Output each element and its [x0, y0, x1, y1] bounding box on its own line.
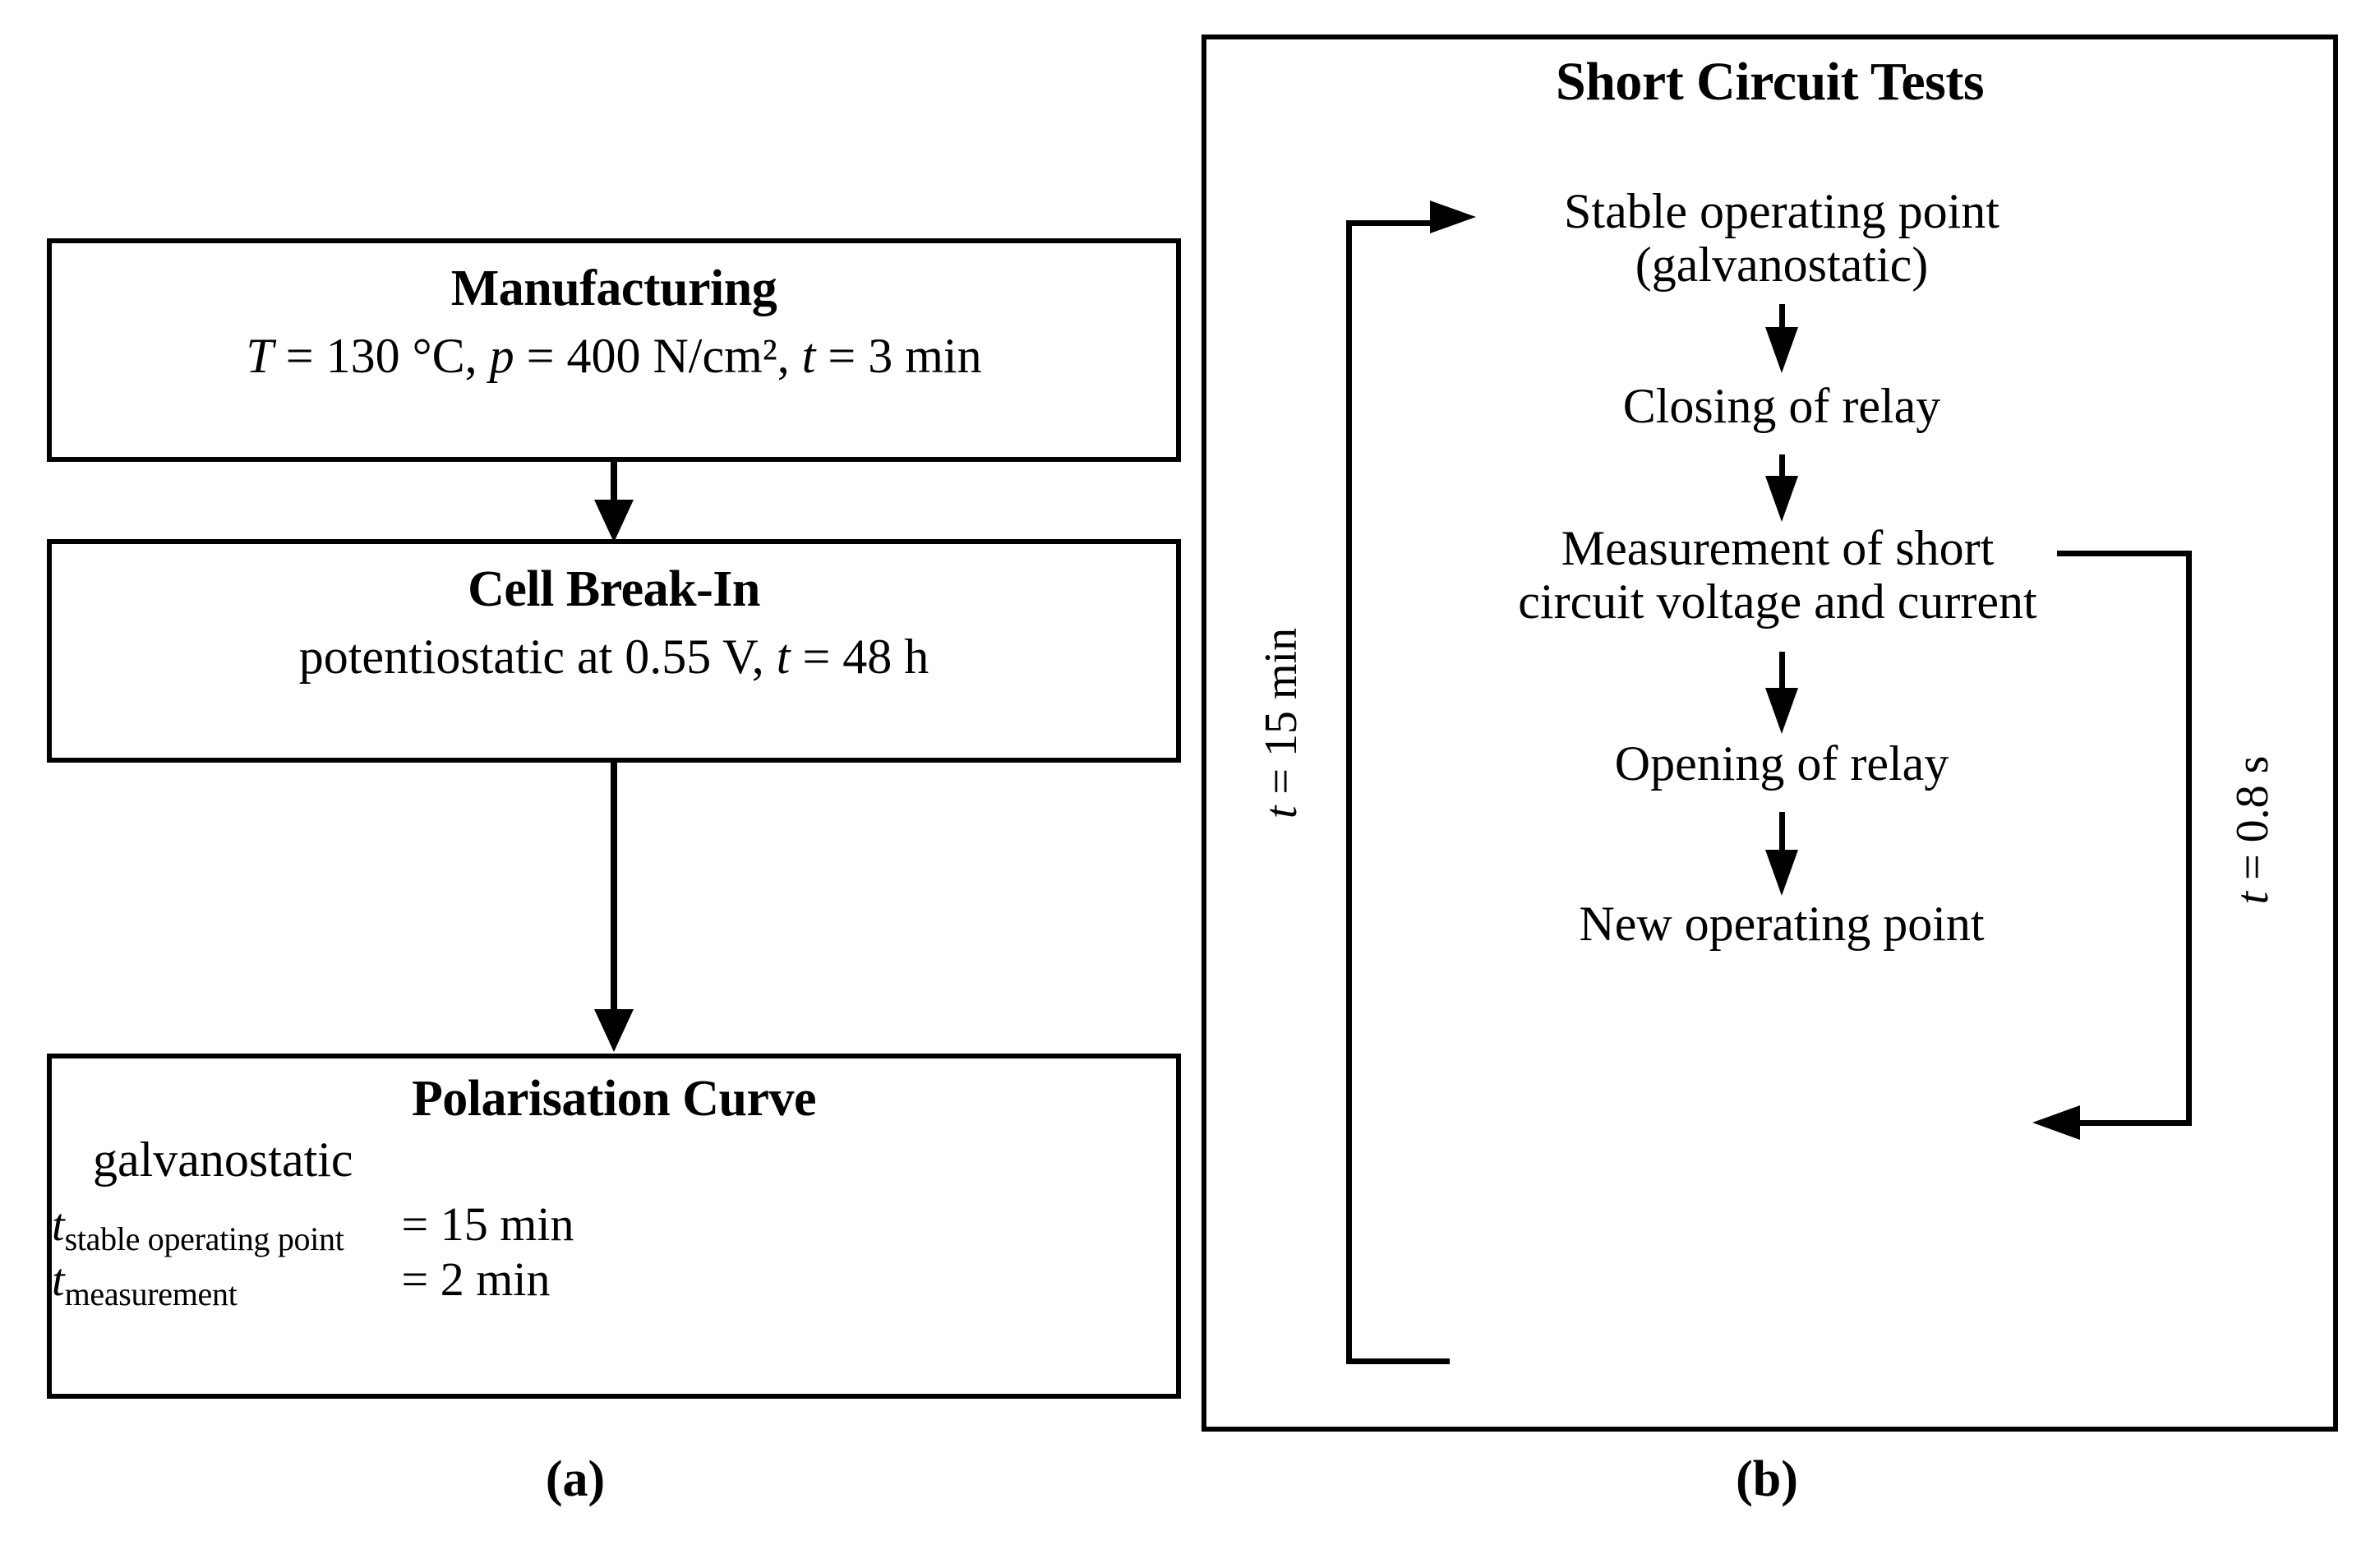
- symbol-time: t: [1256, 805, 1307, 819]
- flow-step-line1: New operating point: [1579, 897, 1985, 951]
- arrow-head-down-icon: [1765, 688, 1798, 734]
- arrow-head-down-icon: [594, 500, 634, 542]
- symbol-time: t: [52, 1200, 65, 1252]
- time-value-stable-operating-point: = 15 min: [401, 1197, 574, 1252]
- process-box-polarisation-curve: Polarisation Curve galvanostatic tstable…: [47, 1054, 1181, 1399]
- flow-step-closing-of-relay: Closing of relay: [1346, 380, 2217, 433]
- inner-loop-top-line: [2057, 551, 2192, 556]
- panel-b-heading: Short Circuit Tests: [1555, 52, 1985, 112]
- outer-loop-duration: = 15 min: [1256, 627, 1307, 806]
- process-box-manufacturing: Manufacturing T = 130 °C, p = 400 N/cm²,…: [47, 238, 1181, 462]
- flow-step-line1: Opening of relay: [1614, 736, 1949, 791]
- outer-loop-arrow-head-right-icon: [1430, 201, 1476, 233]
- inner-loop-bottom-line: [2078, 1120, 2192, 1126]
- manufacturing-temp-value: = 130 °C,: [273, 328, 490, 383]
- box-title-cell-break-in: Cell Break-In: [468, 561, 760, 617]
- table-row: tmeasurement = 2 min: [52, 1256, 574, 1311]
- inner-loop-arrow-head-left-icon: [2032, 1105, 2080, 1140]
- box-title-manufacturing: Manufacturing: [450, 261, 777, 316]
- symbol-time: t: [52, 1255, 65, 1307]
- time-symbol-stable-operating-point: tstable operating point: [52, 1201, 351, 1256]
- breakin-duration-value: = 48 h: [790, 629, 929, 684]
- flow-step-stable-operating-point: Stable operating point (galvanostatic): [1346, 185, 2217, 292]
- polarisation-time-table: tstable operating point = 15 min tmeasur…: [52, 1201, 574, 1311]
- box-title-polarisation-curve: Polarisation Curve: [411, 1071, 817, 1127]
- table-row: tstable operating point = 15 min: [52, 1201, 574, 1256]
- outer-loop-vertical-line: [1346, 220, 1352, 1364]
- time-symbol-measurement: tmeasurement: [52, 1256, 351, 1311]
- box-params-cell-break-in: potentiostatic at 0.55 V, t = 48 h: [52, 629, 1176, 685]
- flow-step-measurement: Measurement of short circuit voltage and…: [1289, 522, 2267, 629]
- polarisation-mode: galvanostatic: [93, 1132, 353, 1187]
- flow-step-line1: Measurement of short: [1561, 521, 1995, 575]
- symbol-temperature: T: [246, 328, 274, 383]
- flow-step-new-operating-point: New operating point: [1346, 897, 2217, 951]
- arrow-head-down-icon: [1765, 850, 1798, 896]
- arrow-head-down-icon: [1765, 476, 1798, 522]
- symbol-pressure: p: [489, 328, 514, 383]
- flow-step-opening-of-relay: Opening of relay: [1346, 737, 2217, 791]
- symbol-time: t: [801, 328, 816, 383]
- arrow-shaft: [611, 763, 617, 1014]
- panel-b-short-circuit-tests: Short Circuit Tests t = 15 min t = 0.8 s…: [1202, 35, 2338, 1432]
- inner-loop-label: t = 0.8 s: [2226, 711, 2279, 949]
- arrow-shaft: [1779, 454, 1785, 481]
- panel-a-test-procedure: Manufacturing T = 130 °C, p = 400 N/cm²,…: [47, 238, 1181, 1399]
- symbol-time: t: [2227, 891, 2278, 905]
- inner-loop-vertical-line: [2186, 551, 2192, 1126]
- arrow-shaft: [1779, 304, 1785, 332]
- manufacturing-time-value: = 3 min: [815, 328, 982, 383]
- flow-step-line2: circuit voltage and current: [1518, 574, 2037, 629]
- flow-step-line2: (galvanostatic): [1635, 237, 1929, 292]
- flow-step-line1: Closing of relay: [1622, 379, 1941, 433]
- subscript-measurement: measurement: [64, 1275, 238, 1313]
- symbol-time: t: [776, 629, 791, 684]
- arrow-head-down-icon: [1765, 327, 1798, 373]
- box-params-manufacturing: T = 130 °C, p = 400 N/cm², t = 3 min: [52, 328, 1176, 384]
- time-value-measurement: = 2 min: [401, 1252, 551, 1307]
- breakin-voltage-text: potentiostatic at 0.55 V,: [298, 629, 777, 684]
- inner-loop-duration: = 0.8 s: [2227, 755, 2278, 892]
- figure-caption-a: (a): [545, 1451, 606, 1507]
- process-box-cell-break-in: Cell Break-In potentiostatic at 0.55 V, …: [47, 539, 1181, 763]
- manufacturing-pressure-value: = 400 N/cm²,: [514, 328, 802, 383]
- arrow-head-down-icon: [594, 1009, 634, 1052]
- flow-step-line1: Stable operating point: [1564, 184, 1999, 238]
- arrow-shaft: [1779, 812, 1785, 855]
- outer-loop-top-line: [1346, 220, 1432, 226]
- outer-loop-bottom-line: [1346, 1358, 1450, 1364]
- arrow-shaft: [611, 462, 617, 505]
- arrow-shaft: [1779, 652, 1785, 693]
- figure-caption-b: (b): [1736, 1451, 1798, 1507]
- subscript-stable-operating-point: stable operating point: [64, 1220, 344, 1258]
